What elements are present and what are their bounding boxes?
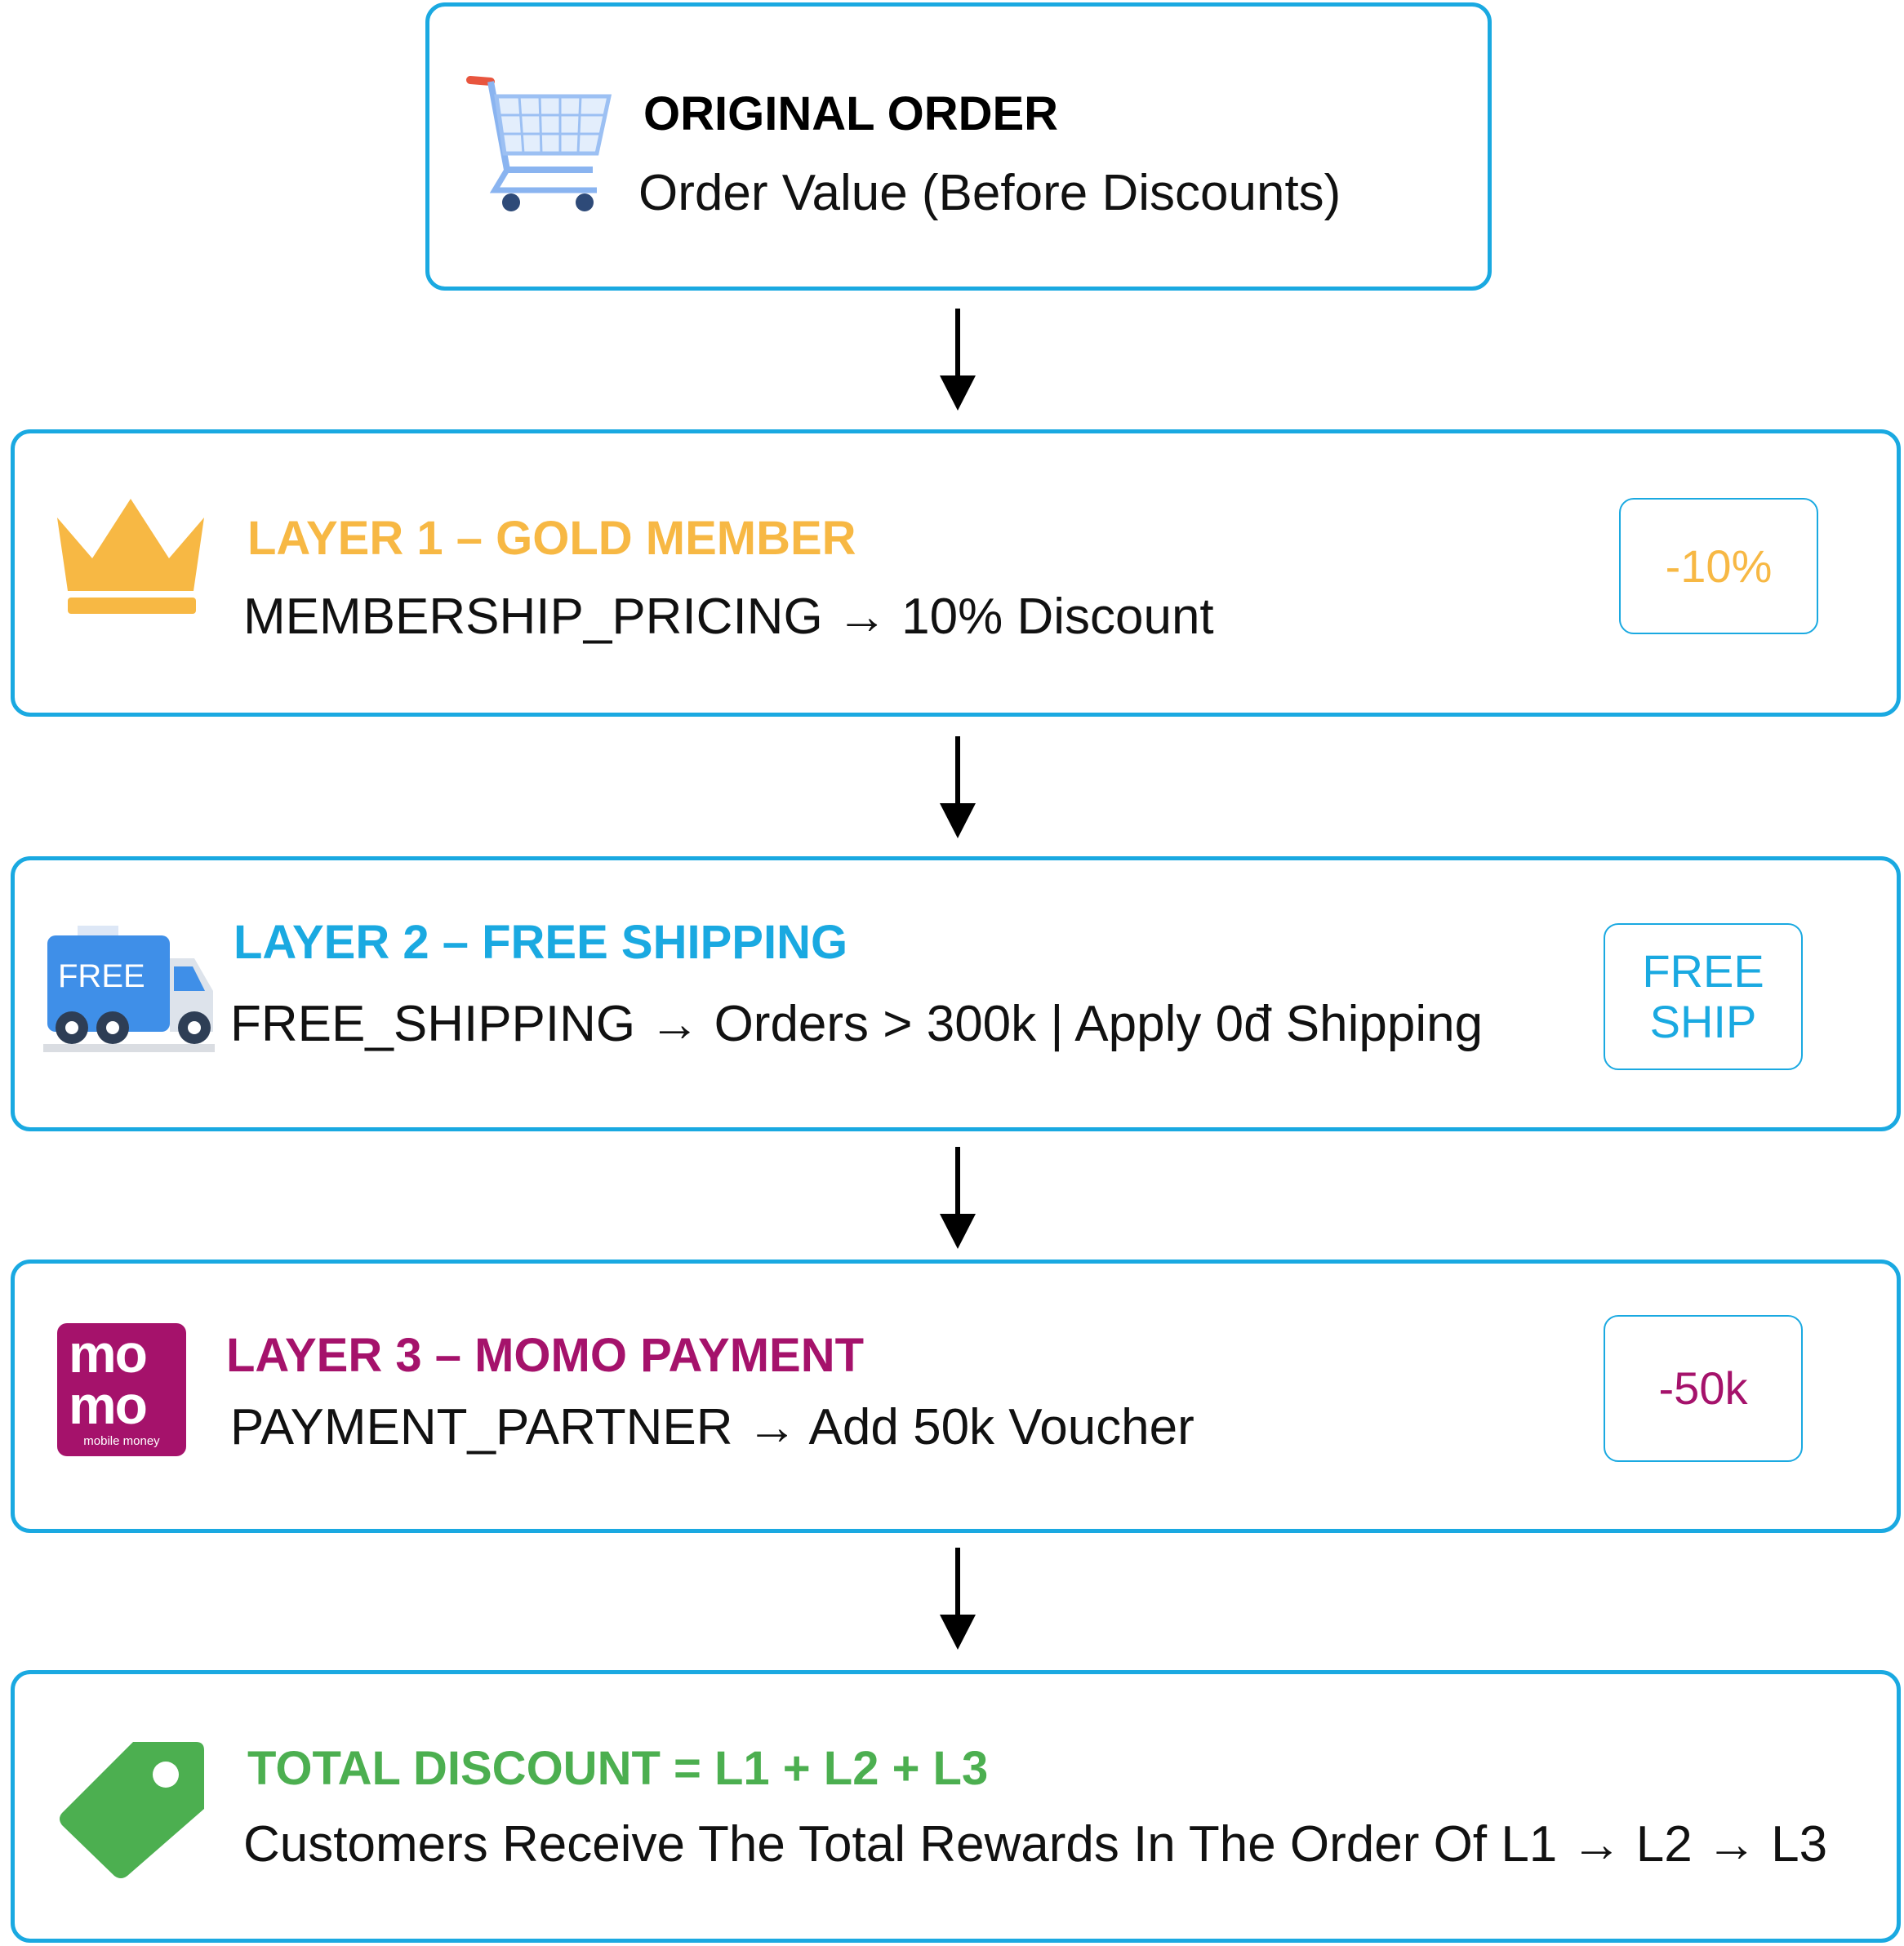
layer2-badge-line1: FREE <box>1642 945 1764 997</box>
total-discount-card: TOTAL DISCOUNT = L1 + L2 + L3 Customers … <box>11 1670 1901 1943</box>
original-order-title: ORIGINAL ORDER <box>643 87 1059 140</box>
total-title: TOTAL DISCOUNT = L1 + L2 + L3 <box>247 1742 989 1795</box>
layer3-badge-label: -50k <box>1658 1362 1748 1415</box>
layer1-title: LAYER 1 – GOLD MEMBER <box>247 512 856 565</box>
original-order-card: ORIGINAL ORDER Order Value (Before Disco… <box>425 2 1492 291</box>
momo-logo-caption: mobile money <box>83 1434 160 1448</box>
flow-arrow <box>940 1147 976 1249</box>
layer3-subtitle: PAYMENT_PARTNER → Add 50k Voucher <box>230 1399 1194 1455</box>
layer2-card: FREE LAYER 2 – FREE SHIPPING FREE_SHIPPI… <box>11 856 1901 1131</box>
layer1-subtitle: MEMBERSHIP_PRICING → 10% Discount <box>243 589 1214 645</box>
layer3-badge: -50k <box>1604 1315 1803 1462</box>
layer1-card: LAYER 1 – GOLD MEMBER MEMBERSHIP_PRICING… <box>11 429 1901 717</box>
layer2-badge-line2: SHIP <box>1649 996 1757 1047</box>
price-tag-icon <box>60 1742 204 1878</box>
flow-arrow <box>940 309 976 411</box>
shopping-cart-icon <box>466 76 612 211</box>
flow-arrow <box>940 736 976 838</box>
layer2-badge: FREE SHIP <box>1604 923 1803 1070</box>
total-subtitle: Customers Receive The Total Rewards In T… <box>243 1816 1828 1873</box>
original-order-subtitle: Order Value (Before Discounts) <box>638 165 1341 221</box>
layer2-subtitle: FREE_SHIPPING → Orders > 300k | Apply 0đ… <box>230 996 1484 1052</box>
free-shipping-truck-icon: FREE <box>43 926 215 1052</box>
layer3-title: LAYER 3 – MOMO PAYMENT <box>226 1329 865 1382</box>
flow-arrow <box>940 1548 976 1650</box>
truck-free-label: FREE <box>58 958 145 994</box>
layer2-title: LAYER 2 – FREE SHIPPING <box>234 916 848 969</box>
crown-icon <box>57 499 204 614</box>
layer1-badge: -10% <box>1619 498 1818 634</box>
layer1-badge-label: -10% <box>1665 540 1773 592</box>
